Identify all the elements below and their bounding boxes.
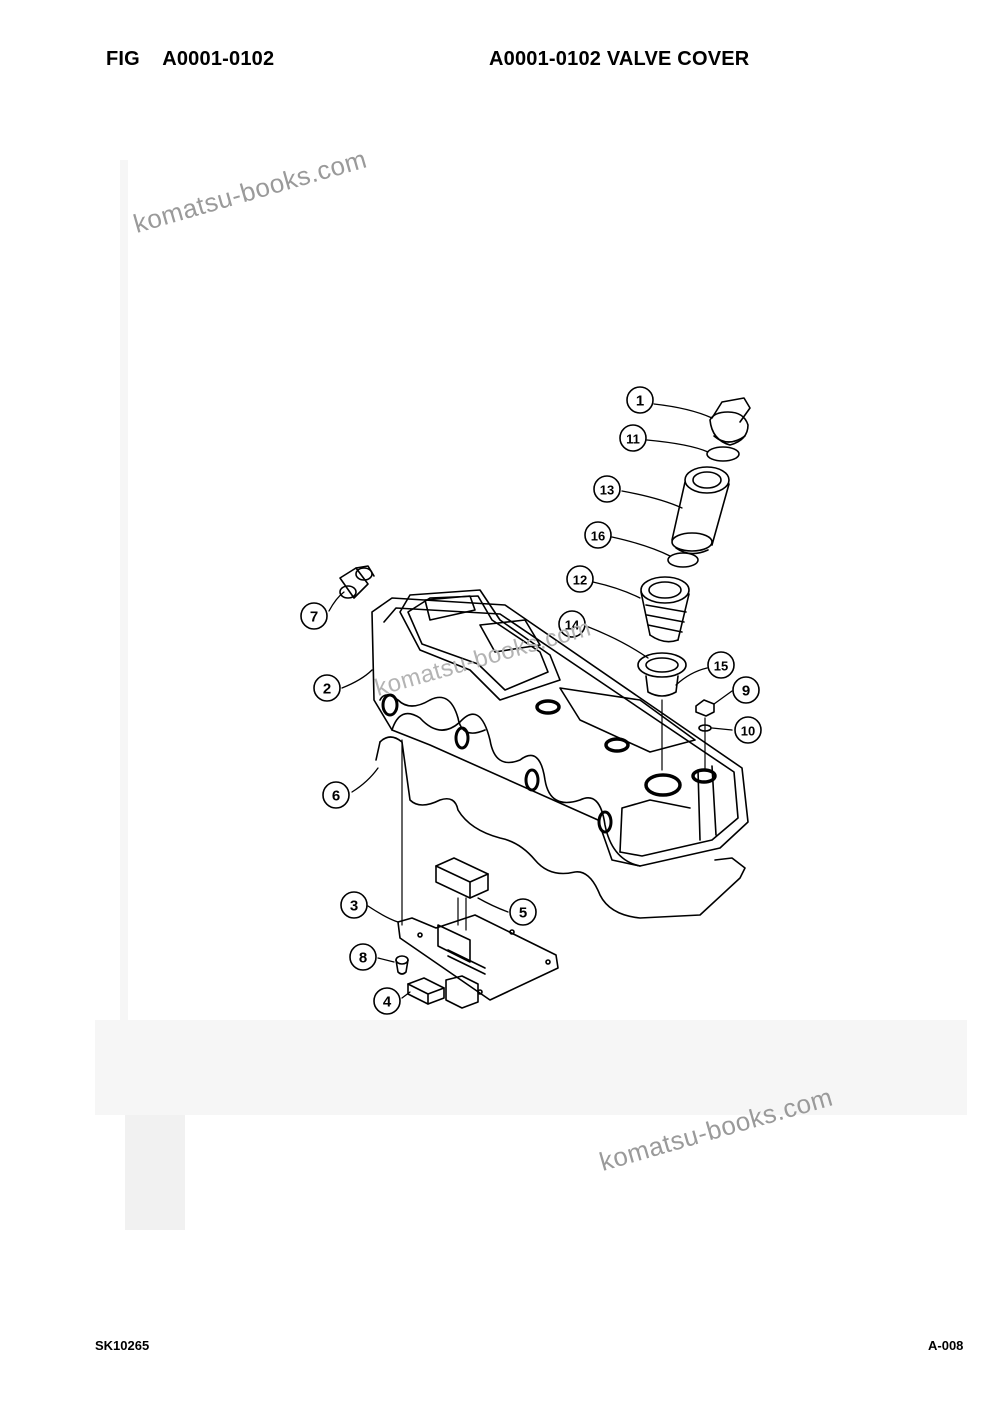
callout-1: 1 <box>636 393 644 410</box>
callout-9: 9 <box>742 683 750 700</box>
adapter <box>640 576 690 643</box>
baffle-plate <box>397 739 559 1001</box>
ring-16 <box>667 552 699 568</box>
screw-8 <box>395 955 409 975</box>
callout-13: 13 <box>600 483 614 498</box>
callout-6: 6 <box>332 788 340 805</box>
callout-15: 15 <box>714 659 728 674</box>
callout-16: 16 <box>591 529 605 544</box>
scan-smudge-bars <box>125 1115 185 1230</box>
callout-12: 12 <box>573 573 587 588</box>
scan-smudge-top <box>120 160 128 1020</box>
seal-and-plug <box>637 652 687 771</box>
valve-cover-body <box>371 589 749 867</box>
gasket <box>375 736 746 919</box>
callout-5: 5 <box>519 905 527 922</box>
callout-8: 8 <box>359 950 367 967</box>
page-number: A-008 <box>928 1338 964 1353</box>
callout-14: 14 <box>565 618 580 633</box>
callout-circles <box>300 386 762 1015</box>
o-ring-11 <box>706 446 740 462</box>
callout-10: 10 <box>741 724 755 739</box>
document-number: SK10265 <box>95 1338 150 1353</box>
scan-smudge-band <box>95 1020 967 1115</box>
callout-7: 7 <box>310 609 318 626</box>
bolt-and-washer <box>695 699 715 771</box>
figure-label: FIG A0001-0102 <box>106 48 275 70</box>
callout-11: 11 <box>626 432 640 447</box>
callout-3: 3 <box>350 898 358 915</box>
callout-4: 4 <box>383 994 392 1011</box>
breather-elbow <box>339 565 375 599</box>
filler-neck <box>671 466 730 555</box>
callout-2: 2 <box>323 681 331 698</box>
figure-title: A0001-0102 VALVE COVER <box>489 48 750 70</box>
leader-lines <box>328 403 733 999</box>
block-4 <box>407 975 479 1009</box>
block-5 <box>435 857 489 931</box>
oil-filler-cap <box>709 397 751 446</box>
